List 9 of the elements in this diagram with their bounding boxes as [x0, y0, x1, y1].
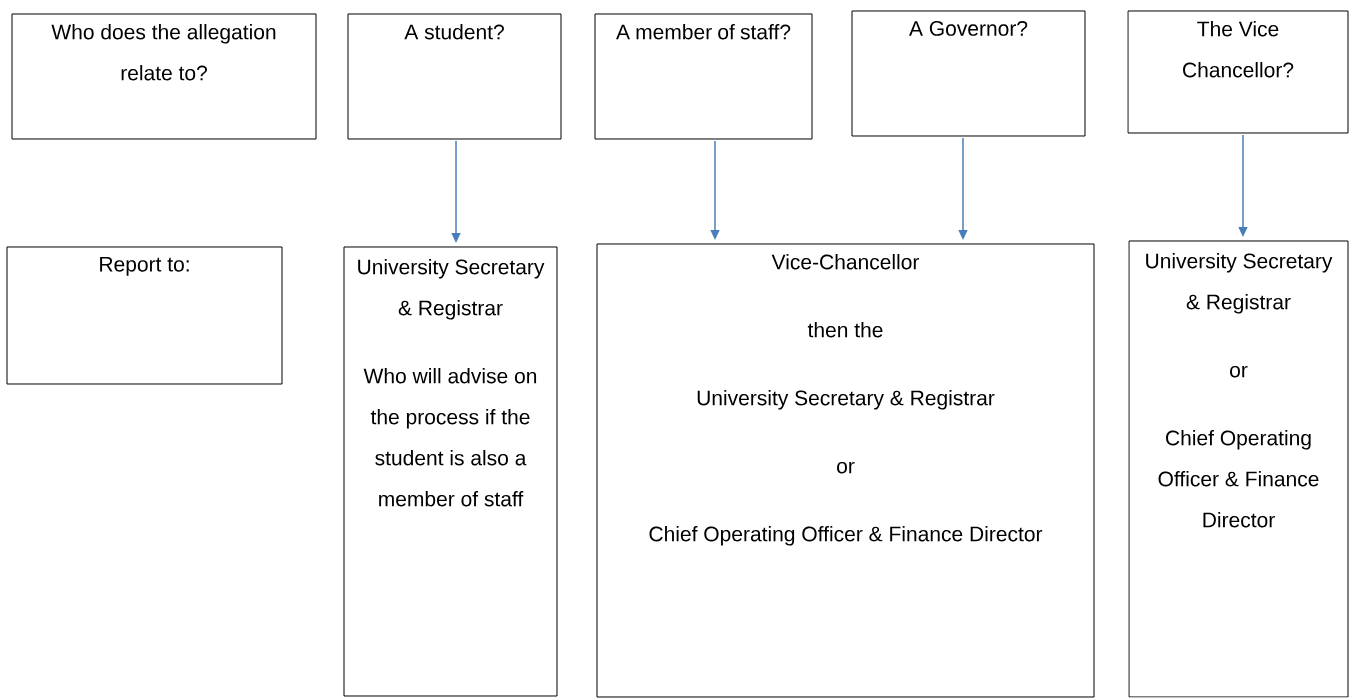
question-box: A student?: [347, 13, 562, 140]
question-box: A member of staff?: [594, 13, 813, 140]
question-box: Who does the allegation relate to?: [11, 13, 317, 140]
question-box: The Vice Chancellor?: [1127, 10, 1349, 134]
label-box: Report to:: [6, 246, 283, 385]
question-box: A Governor?: [851, 10, 1086, 137]
answer-box: University Secretary & Registrar Who will advise on the process if the student is also a member of staff: [343, 246, 558, 697]
answer-box: Vice-Chancellor then the University Secretary & Registrar or Chief Operating Officer & Finance Director: [596, 243, 1095, 698]
answer-box: University Secretary & Registrar or Chief Operating Officer & Finance Director: [1128, 240, 1349, 698]
